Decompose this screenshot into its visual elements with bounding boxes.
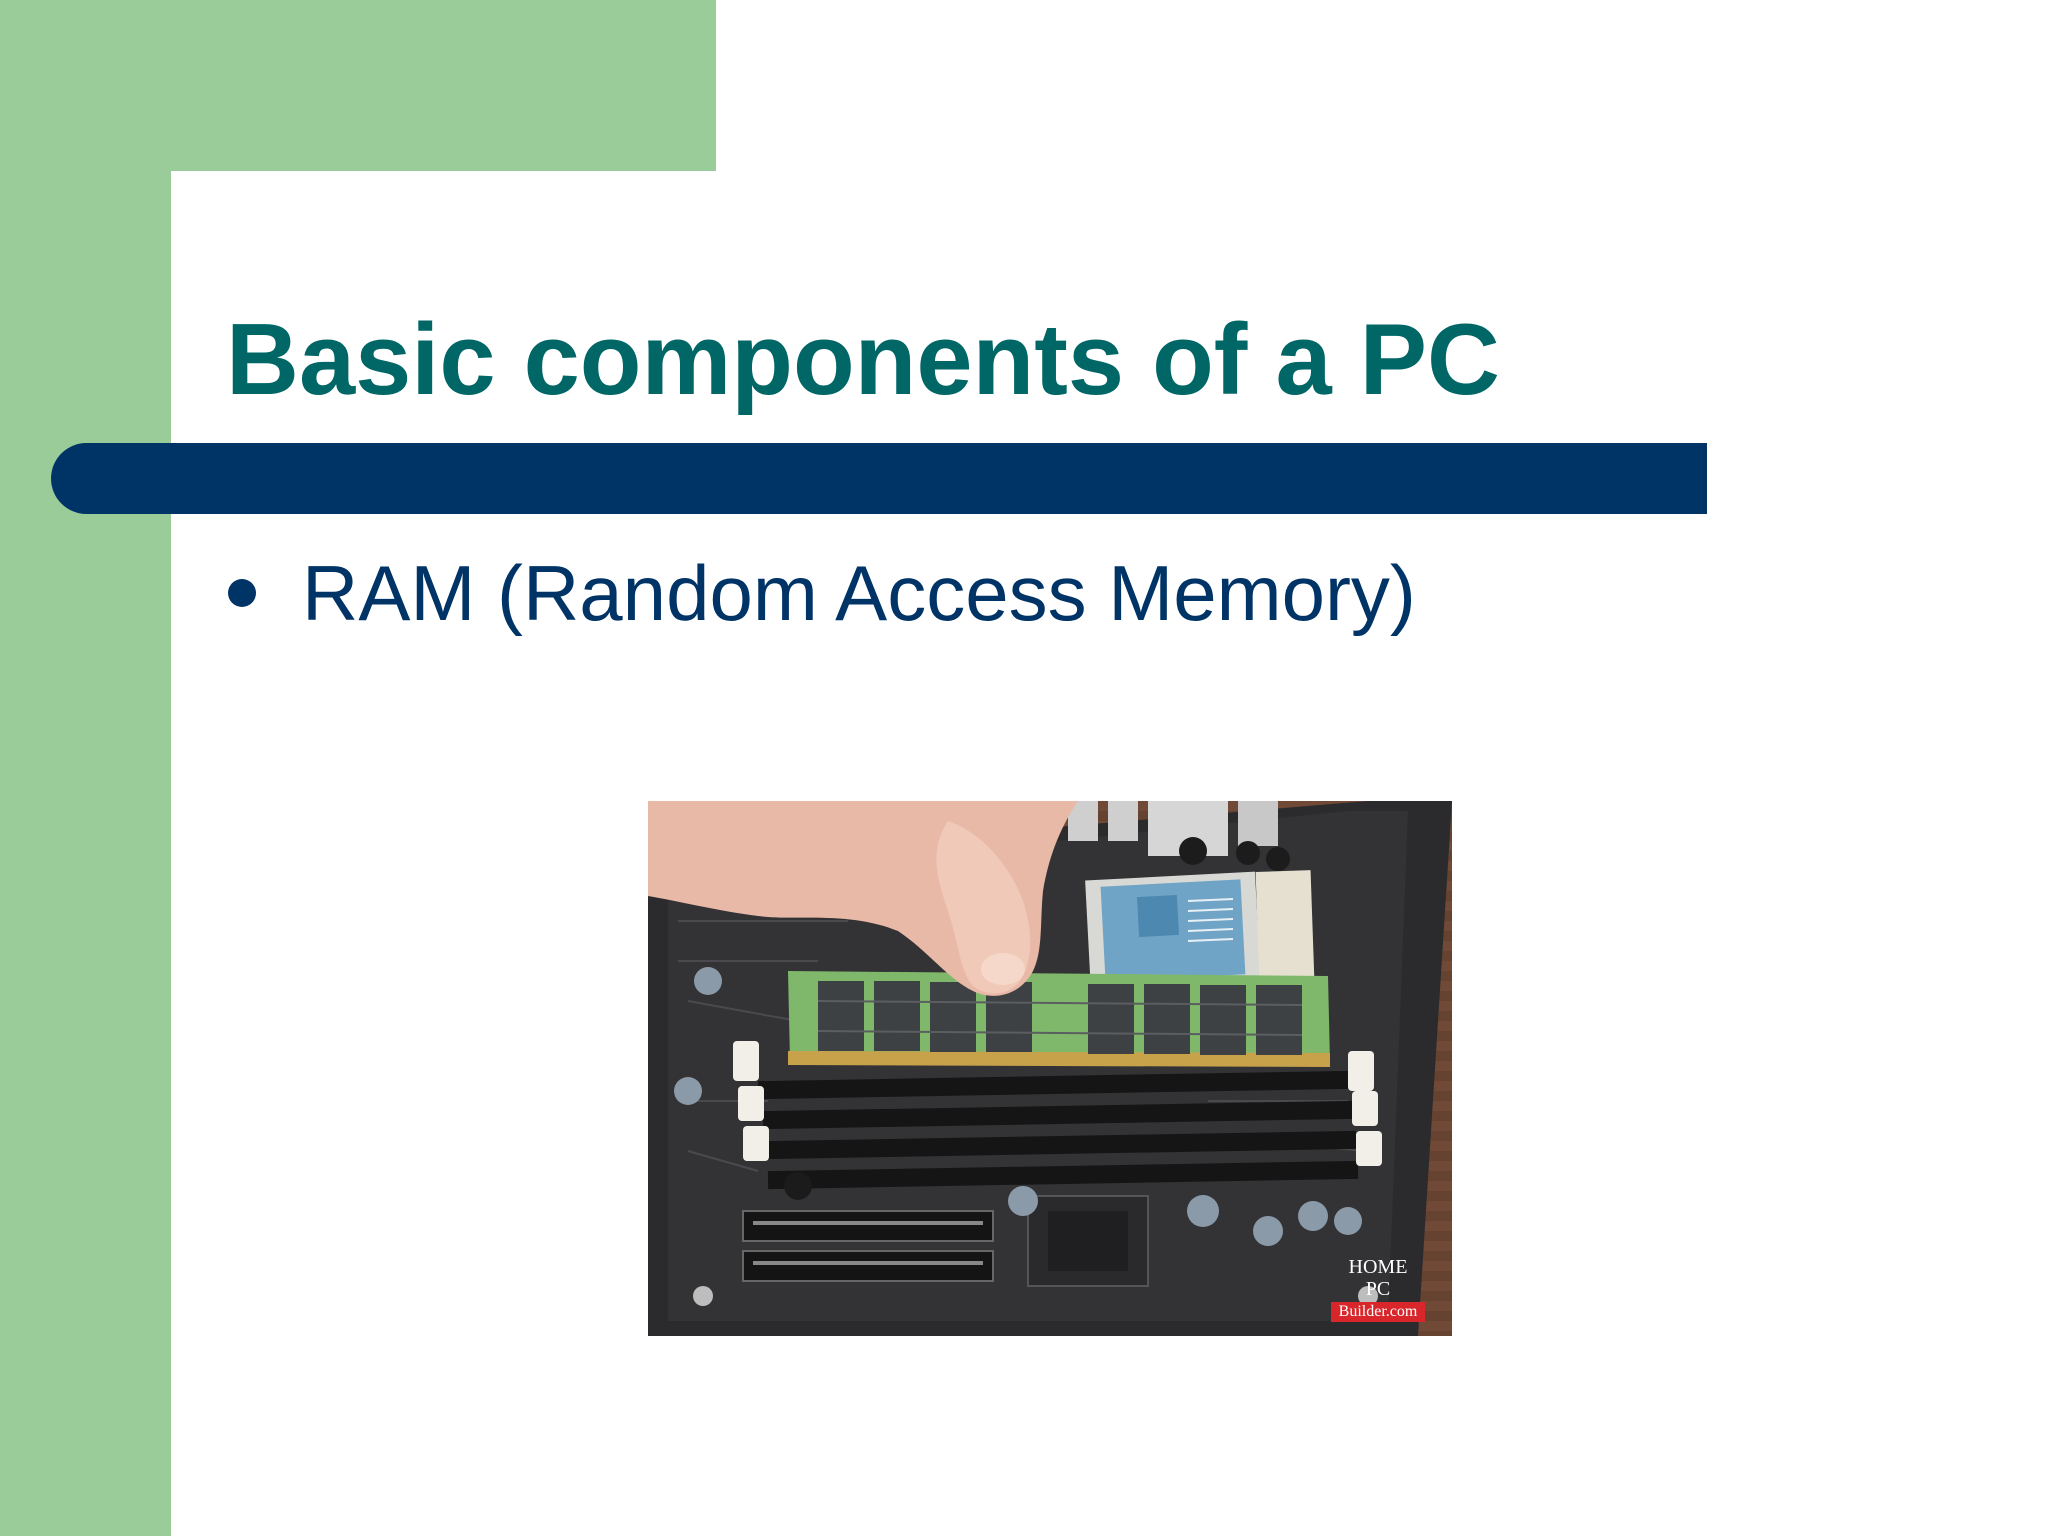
ram-photo-illustration [648, 801, 1452, 1336]
watermark-line1: HOME [1348, 1256, 1408, 1278]
homepcbuilder-watermark: HOME PC Builder.com [1318, 1256, 1438, 1322]
watermark-line2: PC [1365, 1278, 1391, 1300]
watermark-line3: Builder.com [1330, 1302, 1426, 1322]
ram-install-photo: HOME PC Builder.com [648, 801, 1452, 1336]
title-underline-bar [51, 443, 1707, 514]
bullet-text: RAM (Random Access Memory) [302, 548, 1416, 637]
slide-title: Basic components of a PC [226, 304, 1500, 416]
green-side-band [0, 0, 171, 1536]
bullet-dot-icon [228, 579, 256, 607]
bullet-item: RAM (Random Access Memory) [228, 548, 1416, 638]
